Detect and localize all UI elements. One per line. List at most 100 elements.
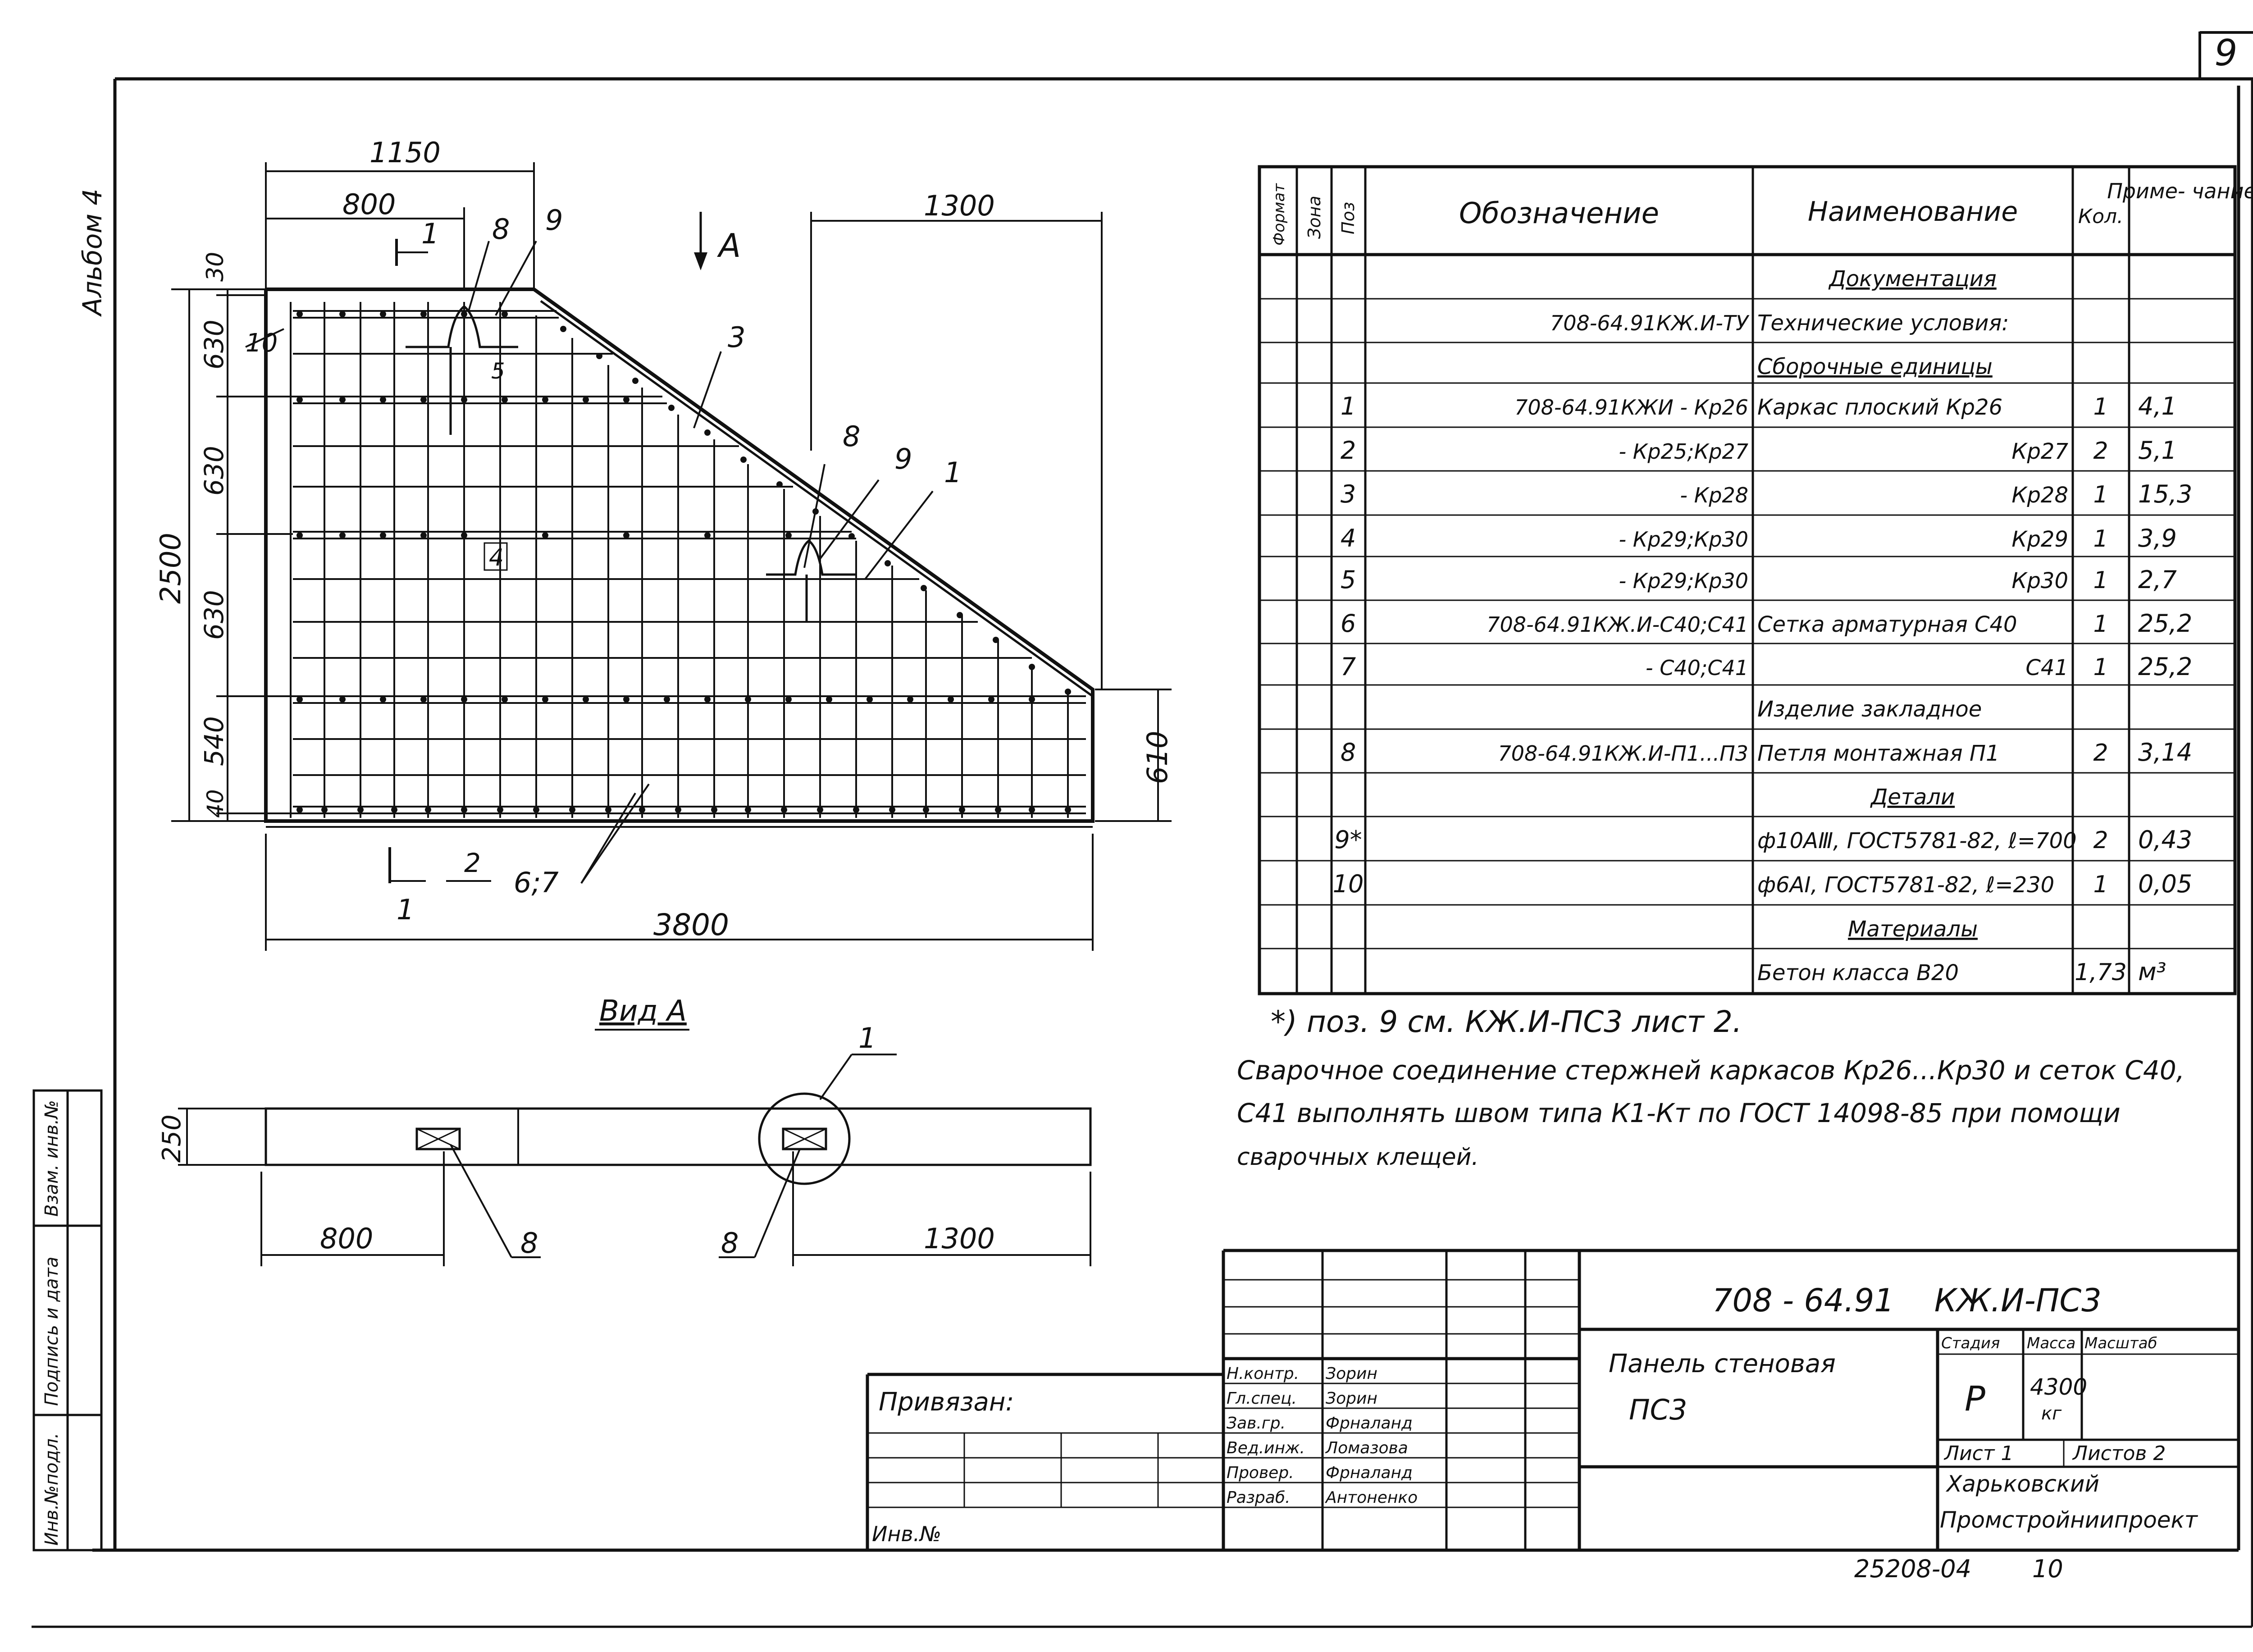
doc-title-1: Панель стеновая [1609,1349,1836,1378]
callout-8a: 8 [492,213,510,246]
spec-header-name: Наименование [1808,196,2018,228]
spec-header-designation: Обозначение [1459,197,1659,230]
weld-points [296,311,1071,813]
spec-row-pos: 7 [1341,653,1356,681]
signature-role: Разраб. [1227,1488,1290,1507]
org-name-2: Промстройниипроект [1940,1507,2198,1533]
album-label: Альбом 4 [77,189,108,317]
spec-header-note: Приме- чание [2107,179,2253,203]
dim-1300-top: 1300 [924,189,995,222]
spec-row-name: Материалы [1848,917,1978,942]
spec-row-note: 4,1 [2138,392,2177,420]
signature-role: Зав.гр. [1227,1414,1286,1433]
signature-roles: Н.контр.ЗоринГл.спец.ЗоринЗав.гр.Фрналан… [1227,1364,1418,1507]
dim-40: 40 [202,789,228,818]
spec-row-pos: 1 [1341,392,1356,420]
signature-role: Гл.спец. [1227,1389,1297,1408]
spec-row-note: 0,05 [2138,870,2192,898]
callout-67: 6;7 [514,866,559,899]
dim-610: 610 [1141,731,1174,784]
callout-3: 3 [728,321,745,354]
view-a-dim-250: 250 [157,1114,187,1163]
signature-role: Н.контр. [1227,1364,1299,1383]
spec-row-designation: - С40;С41 [1646,656,1748,680]
header-stage: Стадия [1941,1334,2000,1352]
panel-elevation: 8 9 3 8 9 1 10 5 4 6;7 1 1 2 А [245,204,1095,926]
dim-3800: 3800 [653,908,729,942]
spec-row-name: Каркас плоский Кр26 [1757,395,2002,420]
view-a-callout-8b: 8 [721,1227,739,1260]
view-a-dim-1300: 1300 [924,1222,995,1255]
view-a-callout-8a: 8 [520,1227,538,1260]
spec-row-pos: 6 [1341,609,1356,638]
spec-row-pos: 2 [1341,436,1356,465]
signature-role: Вед.инж. [1227,1439,1305,1457]
view-a-dim-800: 800 [320,1222,373,1255]
stage-value: Р [1965,1378,1985,1419]
spec-row-pos: 9* [1334,826,1362,854]
spec-row-qty: 1 [2093,481,2108,508]
spec-row-qty: 1 [2093,611,2108,638]
signature-name: Фрналанд [1326,1464,1413,1482]
dimensions [171,162,1172,951]
spec-row-pos: 3 [1341,480,1356,508]
spec-row-qty: 1 [2093,654,2108,681]
spec-row-qty: 2 [2093,827,2108,854]
spec-header-pos: Поз [1338,202,1358,234]
spec-row-name: Документация [1828,266,1997,292]
spec-row-note: 3,9 [2138,524,2177,552]
note-3: С41 выполнять швом типа К1-Кт по ГОСТ 14… [1237,1098,2121,1128]
spec-row-name: ф10АⅢ, ГОСТ5781-82, ℓ=700 [1757,828,2077,853]
note-4: сварочных клещей. [1237,1144,1479,1171]
spec-row-name: Петля монтажная П1 [1757,741,2000,766]
spec-row-designation: - Кр28 [1680,483,1748,507]
spec-row-name: Кр27 [2011,439,2068,464]
signature-role: Провер. [1227,1464,1294,1482]
org-name-1: Харьковский [1945,1471,2099,1497]
horizontal-rebars [293,310,1086,814]
spec-row-name: Кр29 [2011,527,2068,552]
dim-30: 30 [202,252,229,282]
callout-10: 10 [246,329,278,358]
spec-row-pos: 10 [1333,870,1364,898]
callout-9b: 9 [894,443,912,475]
spec-row-qty: 2 [2093,739,2108,767]
spec-row-designation: 708-64.91КЖ.И-ТУ [1550,311,1750,335]
note-1: *) поз. 9 см. КЖ.И-ПС3 лист 2. [1271,1004,1742,1039]
callout-9a: 9 [545,204,563,237]
spec-row-note: 3,14 [2138,738,2192,767]
spec-row-qty: 1 [2093,525,2108,552]
spec-table-grid [1258,165,2237,995]
callout-2: 2 [464,848,481,878]
dim-540: 540 [199,716,229,766]
spec-row-designation: - Кр29;Кр30 [1619,569,1749,593]
spec-row-name: Детали [1870,785,1955,810]
spec-row-qty: 1,73 [2075,959,2127,986]
header-mass: Масса [2027,1334,2075,1352]
spec-row-note: 25,2 [2138,609,2192,638]
sheet-frame: 9 [32,31,2253,1628]
signature-name: Зорин [1326,1364,1377,1383]
callout-4: 4 [489,544,504,571]
spec-row-pos: 8 [1341,738,1356,767]
dim-630a: 630 [199,319,229,370]
title-block-grid [866,1249,2239,1550]
mass-value: 4300 [2030,1374,2087,1400]
spec-row-qty: 2 [2093,438,2108,465]
strip-inv-podl: Инв.№подл. [41,1433,62,1546]
project-code: 708 - 64.91 КЖ.И-ПС3 [1712,1282,2102,1319]
signature-name: Антоненко [1325,1488,1418,1507]
archive-page: 10 [2032,1555,2063,1583]
spec-header-zone: Зона [1304,196,1324,239]
spec-row-name: Сборочные единицы [1757,354,1993,379]
spec-row-designation: - Кр25;Кр27 [1619,439,1749,464]
privyazan-label: Привязан: [879,1387,1014,1417]
sheets-total: Листов 2 [2072,1442,2166,1465]
spec-row-name: Сетка арматурная С40 [1757,612,2017,637]
spec-row-note: 5,1 [2138,436,2177,465]
spec-row-pos: 5 [1341,566,1356,594]
spec-row-qty: 1 [2093,567,2108,594]
view-a: Вид А 250 800 1300 8 8 1 [157,995,1092,1266]
dim-2500: 2500 [154,533,187,604]
spec-header-format: Формат [1270,183,1288,246]
